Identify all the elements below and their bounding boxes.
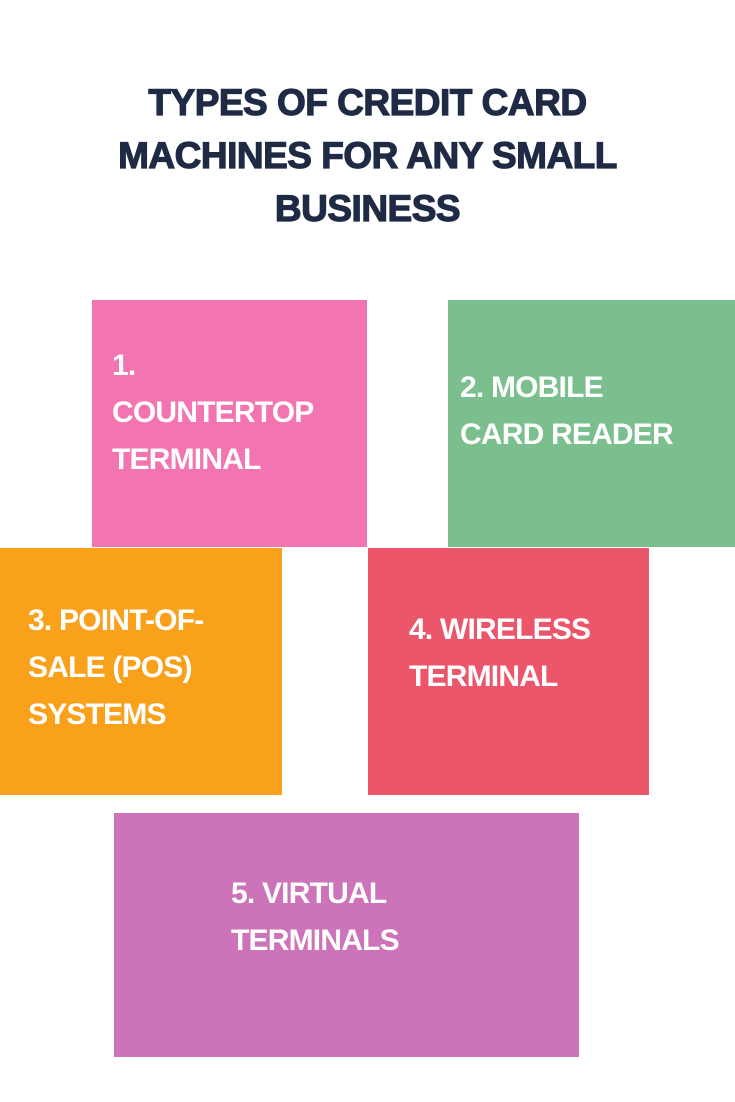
card-text: TERMINALS <box>231 924 400 957</box>
title-line: BUSINESS <box>274 187 461 229</box>
card-text: 3. POINT-OF- <box>28 604 204 637</box>
card-label-wireless-terminal: 4. WIRELESS TERMINAL <box>409 606 591 700</box>
card-text: CARD READER <box>460 418 674 451</box>
card-text: 4. WIRELESS <box>409 613 591 646</box>
card-label-countertop-terminal: 1. COUNTERTOP TERMINAL <box>112 342 314 483</box>
card-text: 5. VIRTUAL <box>231 877 387 910</box>
card-text: SALE (POS) <box>28 651 192 684</box>
card-label-mobile-card-reader: 2. MOBILE CARD READER <box>460 364 674 458</box>
card-text: 1. <box>112 349 136 382</box>
card-text: COUNTERTOP <box>112 396 314 429</box>
page-title: TYPES OF CREDIT CARD MACHINES FOR ANY SM… <box>0 76 735 235</box>
card-text: TERMINAL <box>112 443 261 476</box>
title-line: TYPES OF CREDIT CARD <box>148 81 588 123</box>
card-countertop-terminal <box>92 300 367 547</box>
card-text: 2. MOBILE <box>460 371 604 404</box>
title-line: MACHINES FOR ANY SMALL <box>118 134 618 176</box>
card-label-pos-systems: 3. POINT-OF- SALE (POS) SYSTEMS <box>28 597 204 738</box>
card-text: SYSTEMS <box>28 698 167 731</box>
card-label-virtual-terminals: 5. VIRTUAL TERMINALS <box>231 870 400 964</box>
card-virtual-terminals <box>114 813 579 1057</box>
card-pos-systems <box>0 548 282 795</box>
card-text: TERMINAL <box>409 660 558 693</box>
card-wireless-terminal <box>368 548 649 795</box>
card-mobile-card-reader <box>448 300 735 547</box>
